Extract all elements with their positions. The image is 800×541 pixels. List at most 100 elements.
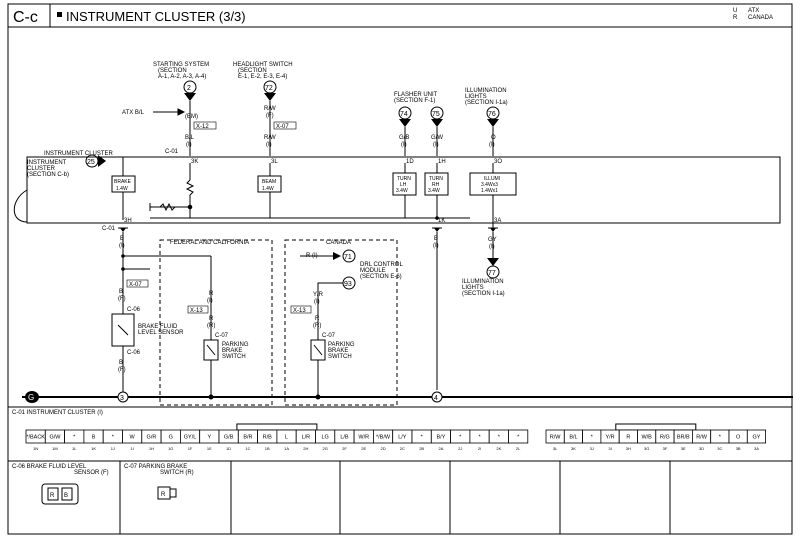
- svg-text:2: 2: [187, 85, 191, 92]
- ref-circle-71: [342, 249, 356, 263]
- c01-pin-label: 1H: [149, 446, 154, 451]
- svg-text:(I): (I): [489, 142, 495, 148]
- node-4: [431, 391, 443, 403]
- c01-cell-label: G/B: [224, 435, 234, 441]
- svg-text:C-07 PARKING BRAKE: C-07 PARKING BRAKE: [124, 464, 187, 470]
- svg-text:(SECTION I-1a): (SECTION I-1a): [462, 291, 505, 297]
- brake-fluid-branch: B (I) X-07 B (F) C-06 BRAKE FLUID LEVEL …: [111, 232, 211, 395]
- svg-text:E-1, E-2, E-3, E-4): E-1, E-2, E-3, E-4): [238, 74, 287, 80]
- svg-text:O: O: [491, 135, 496, 141]
- illumi-lamps: ILLUMI 3.4Wx3 1.4Wx1: [469, 163, 517, 228]
- svg-text:G/B: G/B: [399, 135, 409, 141]
- c01-pin-label: 2F: [342, 446, 347, 451]
- c01-pin-label: 3C: [717, 446, 722, 451]
- node-3: [117, 391, 129, 403]
- c01-cell-label: GY/L: [184, 435, 197, 441]
- svg-text:PARKING: PARKING: [222, 342, 249, 348]
- beam-lamp: BEAM 1.4W: [190, 163, 470, 219]
- c01-pin-label: 1D: [226, 446, 231, 451]
- svg-text:RH: RH: [432, 182, 440, 188]
- svg-text:B: B: [64, 493, 68, 499]
- c01-cell-label: R/W: [550, 435, 562, 441]
- svg-text:(SECTION C-b): (SECTION C-b): [27, 172, 69, 178]
- c01-pin-label: 2D: [380, 446, 385, 451]
- svg-text:B: B: [120, 236, 124, 242]
- c01-pin-label: 2K: [496, 446, 501, 451]
- turn-output-branch: B (I): [433, 232, 439, 390]
- c01-cell-label: R: [626, 435, 630, 441]
- ref-flasher-unit: FLASHER UNIT (SECTION F-1) 74 75: [394, 92, 444, 127]
- svg-text:ILLUMINATION: ILLUMINATION: [462, 279, 504, 285]
- c01-pin-label: 1M: [52, 446, 58, 451]
- svg-text:A-1, A-2, A-3, A-4): A-1, A-2, A-3, A-4): [158, 74, 206, 80]
- c01-pin-label: 1I: [130, 446, 133, 451]
- svg-text:3: 3: [120, 395, 124, 402]
- svg-text:25: 25: [87, 159, 95, 166]
- c01-cell-label: BR/B: [677, 435, 690, 441]
- connector-section: C-01 INSTRUMENT CLUSTER (I) */BACK1NG/W1…: [8, 406, 792, 534]
- svg-text:(I): (I): [433, 142, 439, 148]
- c01-pin-label: 3G: [644, 446, 649, 451]
- svg-text:3H: 3H: [124, 218, 132, 224]
- c01-cell-label: R/B: [263, 435, 273, 441]
- ref-starting-system: STARTING SYSTEM (SECTION A-1, A-2, A-3, …: [153, 62, 209, 101]
- c01-cell-label: Y/R: [605, 435, 614, 441]
- svg-text:3.4W: 3.4W: [396, 188, 408, 194]
- arrow-down-icon: [487, 119, 499, 127]
- c01-pin-label: 1B: [265, 446, 270, 451]
- c01-cell-label: R/G: [660, 435, 670, 441]
- atx-label: ATX B/L: [122, 110, 145, 116]
- svg-text:C-06 BRAKE FLUID LEVEL: C-06 BRAKE FLUID LEVEL: [12, 464, 87, 470]
- c01-pin-label: 3L: [553, 446, 558, 451]
- svg-text:1.4Wx1: 1.4Wx1: [481, 188, 498, 194]
- svg-text:(SECTION: (SECTION: [238, 68, 267, 74]
- c07-connector-view: C-07 PARKING BRAKE SWITCH (R) R: [124, 464, 194, 500]
- c01-pin-label: 1A: [284, 446, 289, 451]
- c01-pin-label: 1J: [111, 446, 115, 451]
- svg-text:BEAM: BEAM: [262, 179, 276, 185]
- c01-cell-label: W: [130, 435, 136, 441]
- ground-bus: G 3 4: [22, 391, 793, 403]
- c01-cell-label: B/R: [243, 435, 252, 441]
- svg-text:MODULE: MODULE: [360, 268, 386, 274]
- svg-text:(R): (R): [207, 323, 215, 329]
- svg-text:BRAKE FLUID: BRAKE FLUID: [138, 324, 178, 330]
- svg-text:G/W: G/W: [431, 135, 443, 141]
- c01-pin-label: 2E: [361, 446, 366, 451]
- svg-text:75: 75: [432, 111, 440, 118]
- corner-mark-u: U: [733, 8, 737, 14]
- c01-pin-label: 3J: [590, 446, 594, 451]
- corner-mark-r: R: [733, 15, 738, 21]
- svg-text:3K: 3K: [191, 159, 198, 165]
- c01-pin-label: 1F: [188, 446, 193, 451]
- svg-text:FEDERAL AND CALIFORNIA: FEDERAL AND CALIFORNIA: [170, 240, 249, 246]
- svg-text:(I): (I): [433, 243, 439, 249]
- c01-cell-label: L/R: [302, 435, 311, 441]
- c01-cell: [508, 429, 529, 444]
- svg-text:CANADA: CANADA: [326, 240, 351, 246]
- c01-cell-label: *: [591, 435, 594, 441]
- svg-text:B: B: [119, 289, 123, 295]
- svg-text:1K: 1K: [438, 218, 445, 224]
- ref-illumination-top: ILLUMINATION LIGHTS (SECTION I-1a) 76: [465, 88, 508, 127]
- svg-text:(F): (F): [118, 367, 126, 373]
- svg-text:R: R: [315, 316, 320, 322]
- c01-pin-label: 3F: [663, 446, 668, 451]
- c01-pin-label: 1E: [207, 446, 212, 451]
- c01-cell-label: L: [285, 435, 288, 441]
- svg-text:1.4W: 1.4W: [116, 186, 128, 192]
- svg-text:ILLUMINATION: ILLUMINATION: [465, 88, 507, 94]
- c01-pin-label: 2G: [322, 446, 327, 451]
- svg-text:(SECTION E-6): (SECTION E-6): [360, 274, 402, 280]
- instrument-cluster-block: INSTRUMENT CLUSTER C-01 INSTRUMENT CLUST…: [13, 149, 781, 224]
- svg-text:STARTING SYSTEM: STARTING SYSTEM: [153, 62, 209, 68]
- svg-text:3A: 3A: [494, 218, 501, 224]
- c01-pin-label: 1L: [72, 446, 77, 451]
- svg-text:77: 77: [488, 270, 496, 277]
- corner-atx: ATX: [748, 8, 759, 14]
- svg-text:(SECTION F-1): (SECTION F-1): [394, 98, 435, 104]
- svg-text:TURN: TURN: [429, 176, 443, 182]
- c01-cell-label: B/L: [569, 435, 577, 441]
- brake-resistor-circuit: [149, 163, 195, 219]
- arrow-down-icon: [487, 258, 499, 266]
